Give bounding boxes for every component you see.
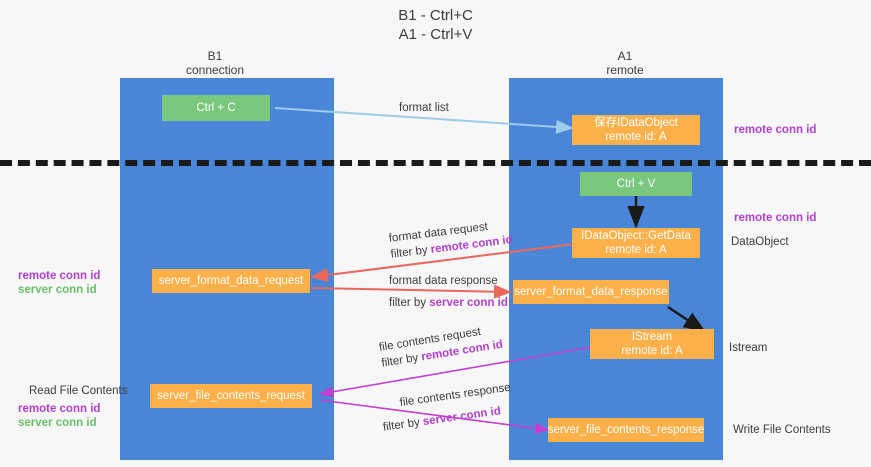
annotation-left-stream-remote: remote conn id <box>18 403 101 415</box>
annotation-copy-remote-conn-id: remote conn id <box>734 124 817 136</box>
caption-format-data-response-line2: filter by server conn id <box>389 296 508 310</box>
caption-filter-by-prefix-1: filter by <box>390 243 432 261</box>
caption-file-contents-response: file contents response filter by server … <box>379 381 515 435</box>
box-save-idataobject[interactable]: 保存IDataObject remote id: A <box>572 115 700 145</box>
column-left-role: connection <box>185 63 245 77</box>
column-header-right: A1 remote <box>555 49 695 77</box>
box-ctrl-c-label: Ctrl + C <box>196 102 236 114</box>
label-read-file-contents: Read File Contents <box>29 385 128 397</box>
column-left-name: B1 <box>207 49 223 63</box>
box-istream[interactable]: IStream remote id: A <box>590 329 714 359</box>
box-server-format-data-request-label: server_format_data_request <box>158 275 304 287</box>
box-save-idataobject-line1: 保存IDataObject <box>594 117 678 129</box>
box-ctrl-c[interactable]: Ctrl + C <box>162 95 270 121</box>
column-right-role: remote <box>606 63 644 77</box>
box-server-format-data-response[interactable]: server_format_data_response <box>513 280 669 304</box>
box-getdata-line2: remote id: A <box>605 244 667 256</box>
caption-filter-by-prefix-2: filter by <box>389 297 430 309</box>
label-format-list: format list <box>399 102 449 114</box>
box-ctrl-v[interactable]: Ctrl + V <box>580 172 692 196</box>
side-label-dataobject: DataObject <box>731 236 789 248</box>
caption-filter-by-accent-2: server conn id <box>429 297 508 309</box>
box-istream-line2: remote id: A <box>621 345 683 357</box>
caption-format-data-request: format data request filter by remote con… <box>388 217 513 262</box>
annotation-left-paste: remote conn id server conn id <box>18 269 100 297</box>
annotation-left-stream-server: server conn id <box>18 417 97 429</box>
column-header-left: B1 connection <box>145 49 285 77</box>
box-server-file-contents-response-label: server_file_contents_response <box>547 424 705 436</box>
box-server-file-contents-response[interactable]: server_file_contents_response <box>548 418 704 442</box>
box-server-format-data-request[interactable]: server_format_data_request <box>152 269 310 293</box>
diagram-title: B1 - Ctrl+C A1 - Ctrl+V <box>0 6 871 44</box>
annotation-left-stream: remote conn id server conn id <box>18 402 100 430</box>
caption-filter-by-prefix-4: filter by <box>382 416 424 434</box>
box-server-file-contents-request-label: server_file_contents_request <box>157 390 305 402</box>
caption-filter-by-prefix-3: filter by <box>380 351 423 370</box>
caption-format-data-response: format data response filter by server co… <box>389 274 508 310</box>
box-idataobject-getdata[interactable]: IDataObject::GetData remote id: A <box>572 228 700 258</box>
title-line-2: A1 - Ctrl+V <box>398 26 473 43</box>
box-server-file-contents-request[interactable]: server_file_contents_request <box>150 384 312 408</box>
annotation-left-paste-server: server conn id <box>18 284 97 296</box>
caption-format-data-response-line1: format data response <box>389 275 498 287</box>
box-ctrl-v-label: Ctrl + V <box>616 178 656 190</box>
box-getdata-line1: IDataObject::GetData <box>581 230 691 242</box>
title-line-1: B1 - Ctrl+C <box>398 7 473 24</box>
annotation-getdata-remote-conn-id: remote conn id <box>734 212 817 224</box>
side-label-istream: Istream <box>729 342 768 354</box>
annotation-left-paste-remote: remote conn id <box>18 270 101 282</box>
box-istream-line1: IStream <box>631 331 673 343</box>
box-save-idataobject-line2: remote id: A <box>605 131 667 143</box>
caption-filter-by-accent-4: server conn id <box>422 405 502 429</box>
box-server-format-data-response-label: server_format_data_response <box>514 286 668 298</box>
side-label-write-file-contents: Write File Contents <box>733 424 831 436</box>
section-divider <box>0 160 871 166</box>
caption-file-contents-request: file contents request filter by remote c… <box>378 322 504 371</box>
column-right-name: A1 <box>617 49 633 63</box>
